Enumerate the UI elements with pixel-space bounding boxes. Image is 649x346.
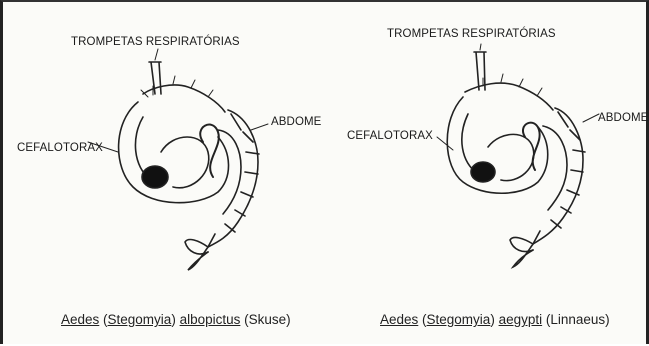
- pupa-drawing-aegypti: [333, 2, 649, 302]
- caption-subgenus: Stegomyia: [108, 312, 172, 327]
- caption-genus: Aedes: [380, 312, 418, 327]
- caption-aegypti: Aedes (Stegomyia) aegypti (Linnaeus): [380, 312, 610, 327]
- caption-author: (Linnaeus): [546, 312, 610, 327]
- pupa-panel-aegypti: TROMPETAS RESPIRATÓRIAS CEFALOTORAX ABDO…: [333, 2, 649, 346]
- caption-species: aegypti: [499, 312, 543, 327]
- caption-author: (Skuse): [244, 312, 291, 327]
- pupa-panel-albopictus: TROMPETAS RESPIRATÓRIAS CEFALOTORAX ABDO…: [3, 2, 333, 346]
- caption-species: albopictus: [180, 312, 241, 327]
- caption-genus: Aedes: [61, 312, 99, 327]
- label-abdomen: ABDOME: [598, 112, 648, 124]
- caption-subgenus: Stegomyia: [427, 312, 491, 327]
- label-respiratory-trumpets: TROMPETAS RESPIRATÓRIAS: [71, 36, 240, 48]
- label-abdomen: ABDOME: [271, 116, 321, 128]
- label-cephalothorax: CEFALOTORAX: [347, 130, 433, 142]
- caption-albopictus: Aedes (Stegomyia) albopictus (Skuse): [61, 312, 291, 327]
- label-respiratory-trumpets: TROMPETAS RESPIRATÓRIAS: [387, 28, 556, 40]
- label-cephalothorax: CEFALOTORAX: [17, 142, 103, 154]
